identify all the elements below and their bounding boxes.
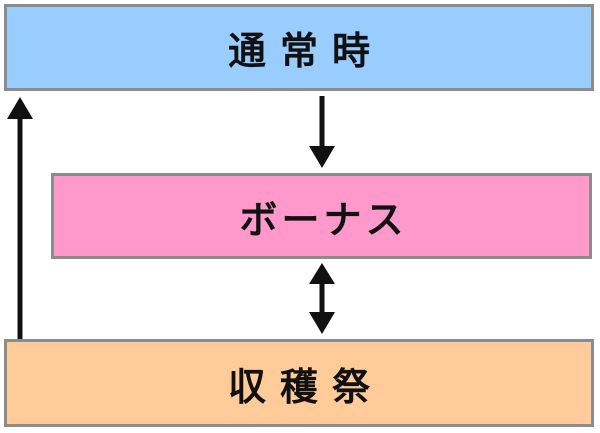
node-bonus-label: ボーナス (239, 197, 408, 242)
node-normal-label: 通常時 (227, 29, 384, 73)
arrow-normal-to-bonus (309, 96, 335, 168)
node-normal: 通常時 (4, 4, 594, 91)
node-bonus: ボーナス (51, 173, 592, 259)
arrow-harvest-to-normal (7, 97, 33, 339)
node-harvest-label: 収穫祭 (227, 364, 384, 409)
arrow-bonus-harvest (309, 263, 335, 334)
node-harvest: 収穫祭 (4, 339, 594, 427)
